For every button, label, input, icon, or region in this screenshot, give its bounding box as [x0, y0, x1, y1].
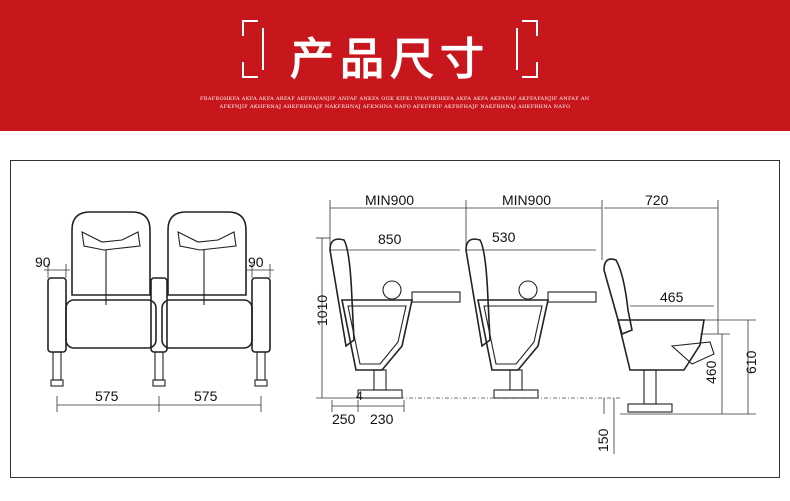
- side1-seat-body: [341, 299, 413, 371]
- middle-foot: [152, 379, 166, 387]
- middle-leg: [154, 351, 164, 381]
- right-leg: [256, 351, 266, 381]
- right-headrest-fold: [177, 231, 237, 251]
- left-foot: [50, 379, 64, 387]
- right-armrest: [251, 277, 271, 353]
- frame-bar-right: [516, 28, 518, 70]
- tagline-line-1: FRAFROHKFA AKFA AKFA ARFAF AKFFAFANJIF A…: [200, 96, 590, 102]
- page-title: 产品尺寸: [290, 34, 490, 85]
- side2-writing-tablet: [547, 291, 597, 303]
- side2-seat-body: [477, 299, 549, 371]
- side2-base: [493, 389, 539, 399]
- left-leg: [52, 351, 62, 381]
- front-view: 90 90 575 575: [35, 211, 274, 412]
- side2-pedestal: [509, 369, 523, 391]
- side2-tablet-hinge: [518, 280, 538, 300]
- dim-arm-height: 610: [743, 350, 759, 374]
- side3-pedestal: [643, 369, 657, 405]
- dim-base-offset: 4: [356, 389, 363, 403]
- dim-seat-depth: 465: [660, 289, 684, 305]
- left-seat-back: [71, 211, 151, 296]
- dim-height: 1010: [314, 295, 330, 326]
- side-view-1: MIN900 850 1010 4 250 230: [314, 192, 467, 427]
- frame-corner: [522, 62, 538, 78]
- dim-seat-pitch-left: 575: [95, 388, 119, 404]
- dim-row-spacing-1: MIN900: [365, 192, 414, 208]
- side2-backrest: [465, 238, 491, 348]
- side3-seat-body: [616, 319, 705, 371]
- side3-backrest: [603, 258, 633, 336]
- left-headrest-fold: [81, 231, 141, 251]
- title-frame: 产品尺寸: [242, 20, 538, 85]
- frame-corner: [242, 20, 258, 36]
- side2-seat-inner: [483, 305, 543, 365]
- dim-base-front: 250: [332, 411, 356, 427]
- right-seat-back: [167, 211, 247, 296]
- dim-armrest-left: 90: [35, 254, 51, 270]
- dim-depth-1: 850: [378, 231, 402, 247]
- dim-riser: 150: [595, 428, 611, 452]
- left-seat-cushion: [65, 299, 157, 349]
- side1-tablet-hinge: [382, 280, 402, 300]
- right-foot: [254, 379, 268, 387]
- frame-bar-left: [262, 28, 264, 70]
- dim-seat-pitch-right: 575: [194, 388, 218, 404]
- side1-backrest: [329, 238, 355, 348]
- dim-row-spacing-2: MIN900: [502, 192, 551, 208]
- dim-depth-2: 530: [492, 229, 516, 245]
- side-view-2: MIN900 530: [400, 192, 620, 399]
- side3-folded-seat: [670, 341, 715, 365]
- side1-seat-inner: [347, 305, 407, 365]
- drawing-panel: [10, 160, 780, 478]
- right-seat-cushion: [161, 299, 253, 349]
- left-armrest: [47, 277, 67, 353]
- middle-armrest: [150, 277, 168, 353]
- frame-corner: [242, 62, 258, 78]
- side1-writing-tablet: [411, 291, 461, 303]
- frame-corner: [522, 20, 538, 36]
- dim-seat-height: 460: [703, 360, 719, 384]
- side3-base: [627, 403, 673, 413]
- side-view-3: 720 465 460 610 150: [595, 192, 759, 454]
- side1-base: [357, 389, 403, 399]
- header-banner: 产品尺寸 FRAFROHKFA AKFA AKFA ARFAF AKFFAFAN…: [0, 0, 790, 131]
- dim-armrest-right: 90: [248, 254, 264, 270]
- dim-depth-3: 720: [645, 192, 669, 208]
- side1-pedestal: [373, 369, 387, 391]
- tagline-line-2: AFKFNJIF AKHFRNAJ AHKFRHNAJF NAKFRHNAJ A…: [219, 104, 571, 110]
- dim-base-rear: 230: [370, 411, 394, 427]
